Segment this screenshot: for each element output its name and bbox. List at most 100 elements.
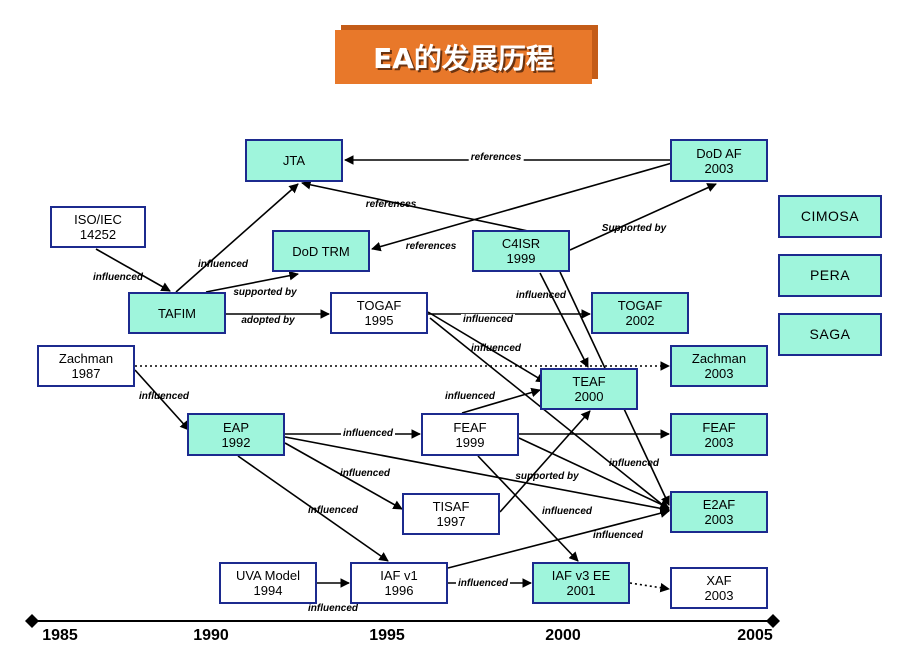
side-box-saga: SAGA xyxy=(778,313,882,356)
edge-label-zachman-eap: influenced xyxy=(138,391,190,402)
timeline-tick-label: 2005 xyxy=(737,627,773,644)
edge-zachman1987-to-eap xyxy=(134,369,190,431)
node-year: 2003 xyxy=(704,366,734,381)
edge-label-c4isr-dodaf: Supported by xyxy=(601,223,667,234)
edge-label-c4isr-teaf: influenced xyxy=(515,290,567,301)
edge-label-tafim-jta: influenced xyxy=(197,259,249,270)
node-tisaf-1997: TISAF 1997 xyxy=(402,493,500,535)
timeline-tick-label: 1995 xyxy=(369,627,405,644)
node-year: 2002 xyxy=(625,313,655,328)
timeline-tick-label: 1990 xyxy=(193,627,229,644)
node-name: IAF v3 EE xyxy=(551,568,611,583)
node-name: IAF v1 xyxy=(380,568,418,583)
edge-feaf1999-to-teaf xyxy=(461,387,541,414)
edge-label-feaf-e2af: influenced xyxy=(608,458,660,469)
node-zachman-1987: Zachman 1987 xyxy=(37,345,135,387)
edge-eap-to-tisaf xyxy=(284,442,403,510)
node-name: FEAF xyxy=(702,419,736,435)
node-name: DoD AF xyxy=(696,145,742,161)
node-year: 1999 xyxy=(506,251,536,266)
side-box-pera: PERA xyxy=(778,254,882,297)
node-year: 1987 xyxy=(71,366,101,381)
node-name: UVA Model xyxy=(235,568,301,583)
node-year: 1997 xyxy=(436,514,466,529)
edge-label-tisaf-teaf: supported by xyxy=(515,471,579,482)
edge-label-iafv1-iafv3: influenced xyxy=(455,578,511,590)
node-year: 14252 xyxy=(79,227,117,242)
node-year: 2003 xyxy=(704,588,734,603)
node-name: EAP xyxy=(222,419,249,435)
node-tafim: TAFIM xyxy=(128,292,226,334)
node-name: TEAF xyxy=(572,374,606,389)
edge-eap-to-e2af xyxy=(284,436,670,514)
page-title: EA的发展历程 xyxy=(373,42,554,75)
node-year: 2003 xyxy=(704,434,734,450)
timeline xyxy=(25,614,780,628)
edge-eap-to-iafv1 xyxy=(237,455,389,562)
edge-feaf1999-to-iafv3 xyxy=(477,455,579,562)
edge-isoiec-to-tafim xyxy=(95,248,171,292)
side-box-label: CIMOSA xyxy=(800,208,860,224)
edge-label-eap-iafv1: influenced xyxy=(307,505,359,516)
edge-label-tafim-dodtrm: supported by xyxy=(233,287,297,298)
node-year: 2000 xyxy=(574,389,604,404)
side-box-cimosa: CIMOSA xyxy=(778,195,882,238)
node-e2af-2003: E2AF 2003 xyxy=(670,491,768,533)
node-xaf-2003: XAF 2003 xyxy=(670,567,768,609)
node-year: 1995 xyxy=(364,313,394,328)
edge-label-feaf-teaf: influenced xyxy=(444,391,496,402)
title-banner: EA的发展历程 xyxy=(335,30,592,84)
timeline-start-diamond xyxy=(25,614,39,628)
edge-label-dodaf-dodtrm: references xyxy=(405,241,457,252)
node-name: Zachman xyxy=(691,351,747,366)
node-name: E2AF xyxy=(702,497,736,512)
node-feaf-1999: FEAF 1999 xyxy=(421,413,519,456)
node-name: TAFIM xyxy=(157,305,197,321)
edge-label-uva-iafv1: influenced xyxy=(307,603,359,614)
node-year: 2003 xyxy=(704,160,734,176)
node-name: XAF xyxy=(706,573,732,588)
edge-label-togaf-teaf: influenced xyxy=(470,343,522,354)
edge-tafim-to-jta xyxy=(175,183,299,293)
edge-label-togaf-togaf2002: influenced xyxy=(460,314,516,326)
edge-iafv1-to-e2af xyxy=(447,508,670,569)
node-year: 2001 xyxy=(566,583,596,598)
edge-label-eap-feaf: influenced xyxy=(340,428,396,440)
edge-label-c4isr-jta: references xyxy=(365,199,417,210)
node-uva-model-1994: UVA Model 1994 xyxy=(219,562,317,604)
node-name: DoD TRM xyxy=(292,243,350,259)
node-eap-1992: EAP 1992 xyxy=(187,413,285,456)
node-name: TOGAF xyxy=(617,298,663,313)
node-feaf-2003: FEAF 2003 xyxy=(670,413,768,456)
node-year: 1992 xyxy=(221,434,251,450)
node-teaf-2000: TEAF 2000 xyxy=(540,368,638,410)
node-name: TISAF xyxy=(432,499,470,514)
node-year: 1996 xyxy=(384,583,414,598)
node-iaf-v1-1996: IAF v1 1996 xyxy=(350,562,448,604)
node-year: 1994 xyxy=(253,583,283,598)
node-name: JTA xyxy=(282,153,306,168)
edge-c4isr-to-dodaf xyxy=(569,183,717,251)
edge-dodaf-to-dodtrm xyxy=(371,162,673,252)
node-dodtrm: DoD TRM xyxy=(272,230,370,272)
node-year: 2003 xyxy=(704,512,734,527)
edge-tafim-to-dodtrm xyxy=(205,270,299,293)
node-name: ISO/IEC xyxy=(74,212,122,227)
edge-iafv3-to-xaf xyxy=(629,582,670,593)
edge-label-tafim-togaf: adopted by xyxy=(239,315,297,327)
timeline-end-diamond xyxy=(766,614,780,628)
edge-label-feaf-iafv3: influenced xyxy=(541,506,593,517)
node-name: C4ISR xyxy=(501,236,541,251)
edge-togaf1995-to-teaf xyxy=(427,311,546,383)
node-togaf-2002: TOGAF 2002 xyxy=(591,292,689,334)
node-jta: JTA xyxy=(245,139,343,182)
edge-feaf1999-to-e2af xyxy=(518,437,670,509)
edge-label-dodaf-jta: references xyxy=(468,152,524,164)
node-c4isr-1999: C4ISR 1999 xyxy=(472,230,570,272)
node-iaf-v3-ee-2001: IAF v3 EE 2001 xyxy=(532,562,630,604)
edge-c4isr-to-teaf xyxy=(539,272,589,368)
node-dodaf-2003: DoD AF 2003 xyxy=(670,139,768,182)
side-box-label: PERA xyxy=(809,267,851,283)
edge-togaf1995-to-e2af xyxy=(429,317,670,511)
